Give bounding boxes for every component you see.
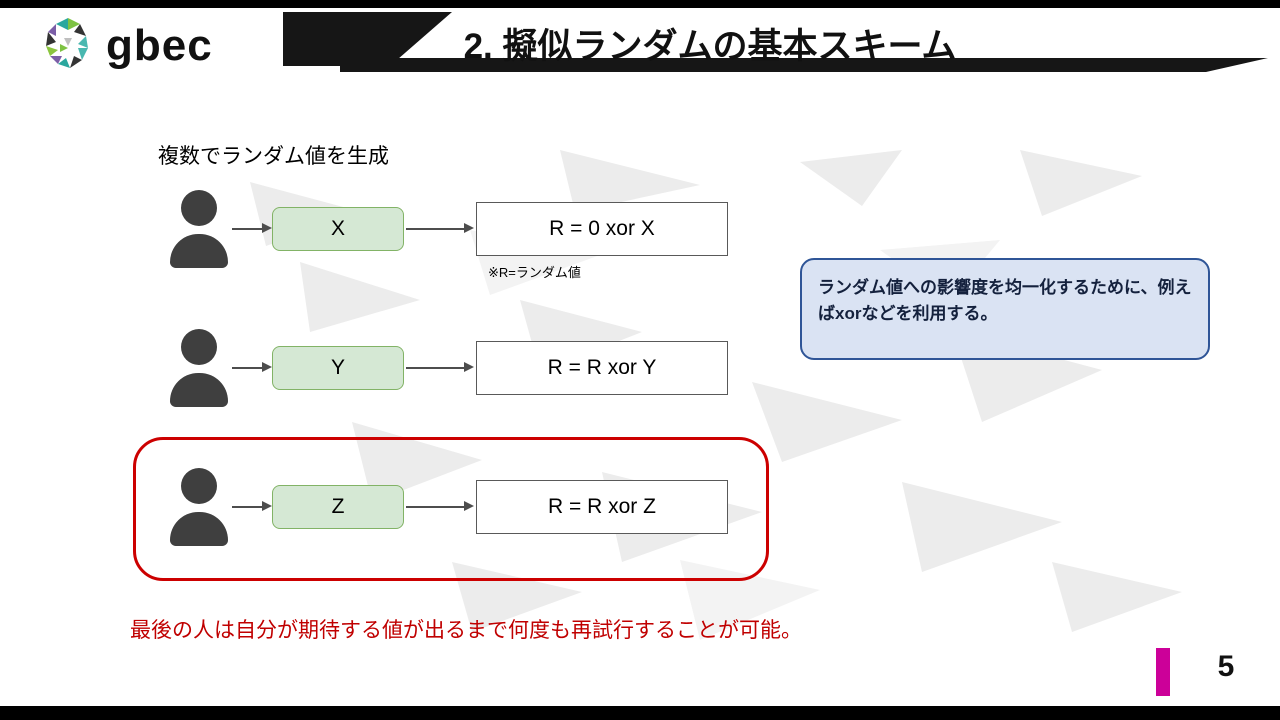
header-decoration [283, 12, 1268, 72]
diagram-row-x: X R = 0 xor X [0, 190, 780, 270]
r-definition-note: ※R=ランダム値 [488, 265, 581, 280]
person-body [170, 234, 228, 268]
formula-box: R = R xor Y [476, 341, 728, 395]
gbec-logo-icon [46, 18, 88, 68]
person-head [181, 190, 217, 226]
arrow-right-icon [232, 223, 272, 233]
person-body [170, 512, 228, 546]
xor-callout: ランダム値への影響度を均一化するために、例えばxorなどを利用する。 [800, 258, 1210, 360]
person-head [181, 468, 217, 504]
logo-text: gbec [106, 21, 213, 70]
logo: gbec [38, 16, 213, 76]
arrow-right-icon [232, 501, 272, 511]
formula-box: R = 0 xor X [476, 202, 728, 256]
letterbox-bottom [0, 706, 1280, 720]
person-icon [170, 468, 228, 546]
person-icon [170, 190, 228, 268]
person-body [170, 373, 228, 407]
footer-warning-text: 最後の人は自分が期待する値が出るまで何度も再試行することが可能。 [130, 619, 802, 642]
page-accent-bar [1156, 648, 1170, 696]
arrow-right-icon [406, 501, 474, 511]
person-head [181, 329, 217, 365]
input-value-box: Y [272, 346, 404, 390]
arrow-right-icon [232, 362, 272, 372]
page-title: 2. 擬似ランダムの基本スキーム [463, 27, 957, 66]
arrow-right-icon [406, 362, 474, 372]
person-icon [170, 329, 228, 407]
input-value-box: X [272, 207, 404, 251]
diagram-row-z: Z R = R xor Z [0, 468, 780, 548]
formula-box: R = R xor Z [476, 480, 728, 534]
retry-highlight-outline [133, 437, 769, 581]
letterbox-top [0, 0, 1280, 8]
input-value-box: Z [272, 485, 404, 529]
page-number: 5 [1217, 650, 1235, 683]
diagram-heading: 複数でランダム値を生成 [158, 145, 389, 168]
diagram-row-y: Y R = R xor Y [0, 329, 780, 409]
arrow-right-icon [406, 223, 474, 233]
